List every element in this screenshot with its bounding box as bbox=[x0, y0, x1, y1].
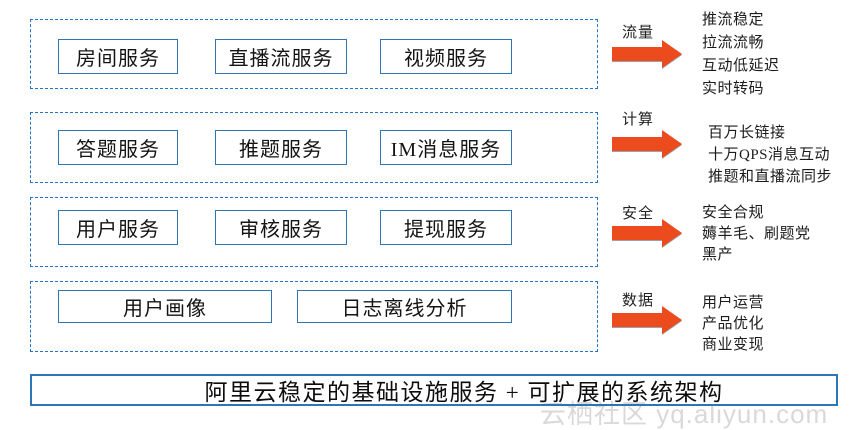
arrow-label-traffic: 流量 bbox=[622, 25, 655, 41]
flow-arrow-icon-security bbox=[612, 219, 682, 247]
benefit-list-data: 用户运营 产品优化 商业变现 bbox=[702, 293, 764, 356]
group-panel-streaming bbox=[30, 19, 598, 89]
service-box-log-analysis: 日志离线分析 bbox=[297, 290, 512, 323]
arrow-label-data: 数据 bbox=[622, 293, 655, 309]
benefit-line: 实时转码 bbox=[702, 81, 765, 97]
service-box-room: 房间服务 bbox=[58, 39, 178, 74]
service-box-video: 视频服务 bbox=[380, 39, 512, 74]
benefit-line: 商业变现 bbox=[702, 337, 765, 353]
arrow-label-security: 安全 bbox=[622, 206, 655, 222]
benefit-line: 推题和直播流同步 bbox=[708, 169, 833, 185]
benefit-line: 互动低延迟 bbox=[702, 58, 780, 74]
service-box-im-message: IM消息服务 bbox=[380, 130, 512, 165]
service-box-question-push: 推题服务 bbox=[215, 130, 347, 165]
service-box-review: 审核服务 bbox=[215, 210, 347, 245]
benefit-list-traffic: 推流稳定 拉流流畅 互动低延迟 实时转码 bbox=[702, 9, 780, 101]
group-panel-data bbox=[30, 281, 598, 352]
arrow-label-compute: 计算 bbox=[622, 112, 655, 128]
service-box-answer: 答题服务 bbox=[58, 130, 178, 165]
benefit-line: 安全合规 bbox=[702, 205, 765, 221]
flow-arrow-icon-compute bbox=[612, 130, 682, 158]
benefit-line: 拉流流畅 bbox=[702, 35, 765, 51]
benefit-line: 用户运营 bbox=[702, 295, 765, 311]
flow-arrow-icon-data bbox=[612, 306, 682, 334]
benefit-line: 推流稳定 bbox=[702, 12, 765, 28]
benefit-list-security: 安全合规 薅羊毛、刷题党 黑产 bbox=[702, 203, 811, 266]
benefit-line: 黑产 bbox=[702, 247, 734, 263]
service-box-withdraw: 提现服务 bbox=[380, 210, 512, 245]
benefit-line: 薅羊毛、刷题党 bbox=[702, 226, 811, 242]
service-box-livestream: 直播流服务 bbox=[215, 39, 347, 74]
benefit-line: 百万长链接 bbox=[708, 125, 786, 141]
benefit-line: 产品优化 bbox=[702, 316, 765, 332]
service-box-user: 用户服务 bbox=[58, 210, 178, 245]
group-panel-security bbox=[30, 197, 598, 267]
foundation-bar: 阿里云稳定的基础设施服务 + 可扩展的系统架构 bbox=[30, 374, 838, 406]
flow-arrow-icon-traffic bbox=[612, 40, 682, 68]
benefit-line: 十万QPS消息互动 bbox=[708, 147, 831, 163]
service-box-user-profile: 用户画像 bbox=[58, 290, 272, 323]
group-panel-compute bbox=[30, 112, 598, 183]
benefit-list-compute: 百万长链接 十万QPS消息互动 推题和直播流同步 bbox=[708, 122, 832, 188]
